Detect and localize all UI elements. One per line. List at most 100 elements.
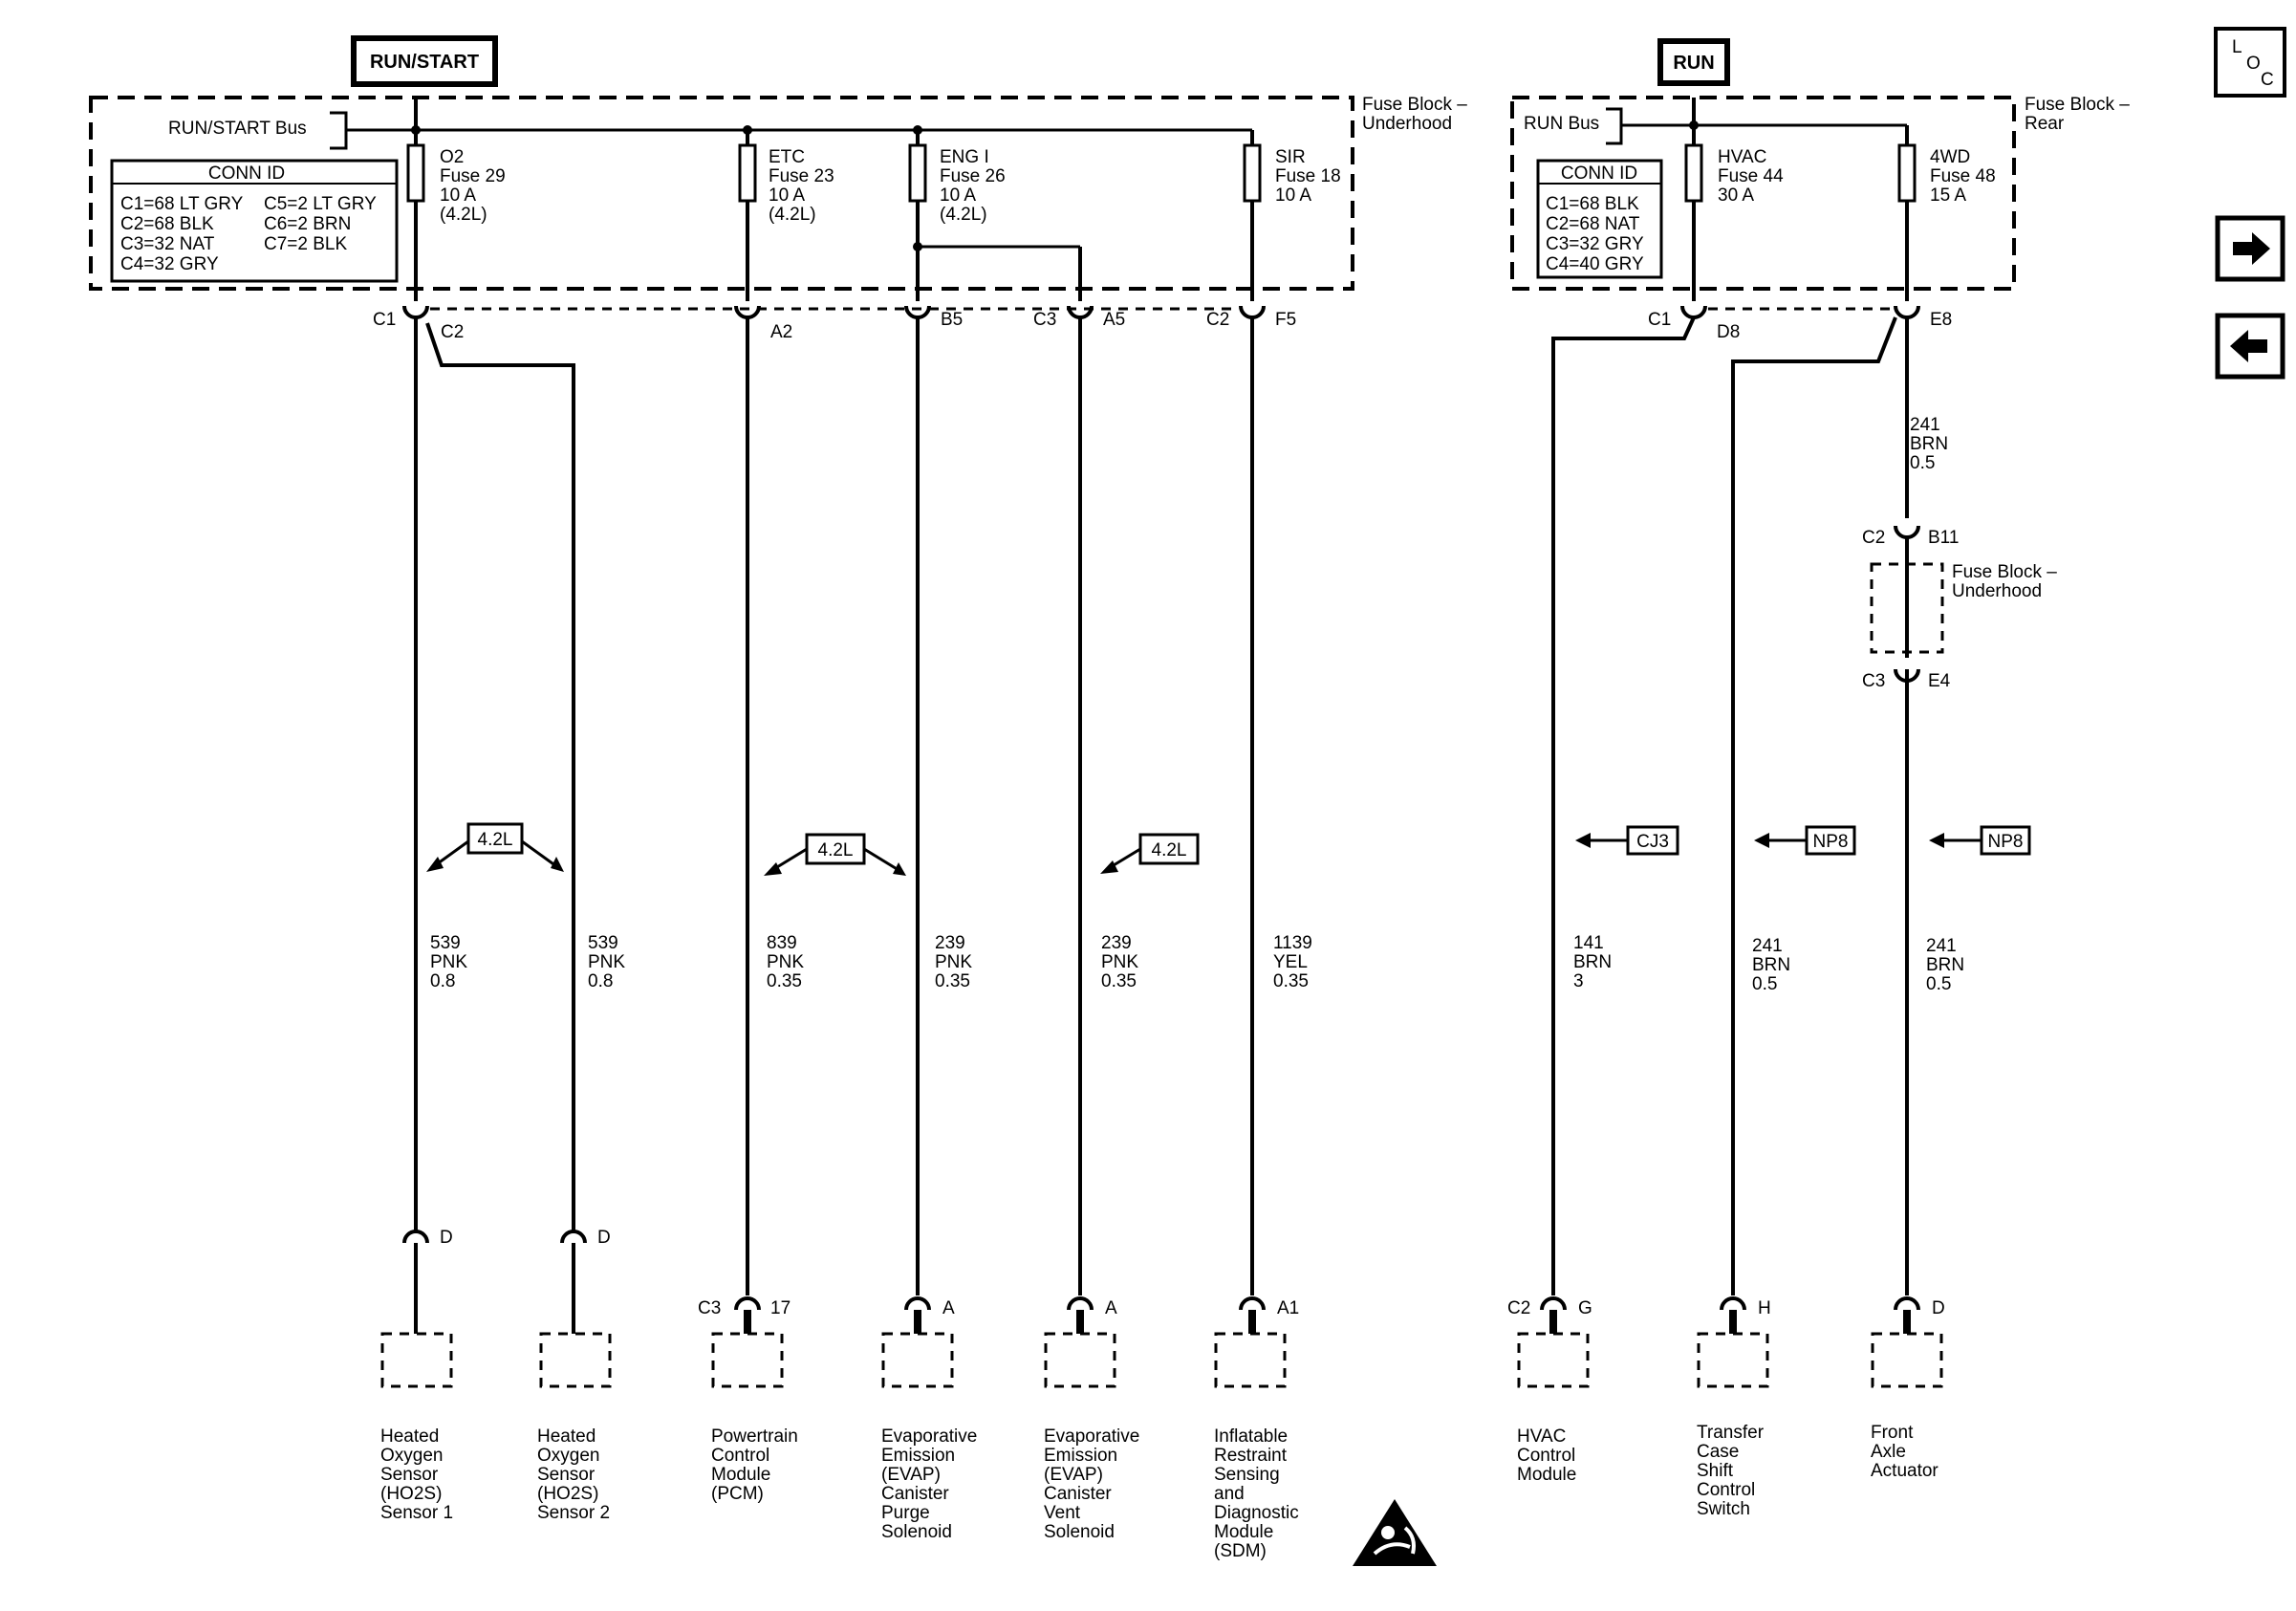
wire-circuit: 539 [588, 933, 618, 953]
conn-id-row: C6=2 BRN [264, 214, 351, 234]
component-name-line: (SDM) [1214, 1541, 1267, 1561]
conn-id-row: C1=68 BLK [1546, 194, 1639, 214]
connector-id: C2 [1862, 528, 1885, 548]
connector-pin: B11 [1928, 528, 1959, 548]
connector-pin: D [597, 1228, 611, 1248]
fuse-eng-i-option: (4.2L) [940, 205, 987, 225]
wire-labels: 539 PNK 0.8 539 PNK 0.8 839 PNK 0.35 239… [430, 933, 1964, 994]
component-name-line: Axle [1871, 1442, 1906, 1462]
fuse-sir-rating: 10 A [1275, 185, 1311, 206]
wire-label: 241 BRN 0.5 [1926, 936, 1964, 994]
fuse-hvac-number: Fuse 44 [1718, 166, 1784, 186]
option-tag-label: 4.2L [478, 830, 513, 850]
loc-letter: O [2246, 54, 2261, 74]
loc-icon[interactable]: L O C [2214, 27, 2286, 98]
option-tag-label: 4.2L [1152, 840, 1187, 860]
inline-block-name-1: Fuse Block – [1952, 562, 2057, 582]
wire-size: 0.5 [1910, 453, 1935, 473]
connector-pin: D [440, 1228, 453, 1248]
component-name-line: Transfer [1697, 1423, 1765, 1443]
fuse-sir-name: SIR [1275, 147, 1306, 167]
component-name-line: Powertrain [711, 1426, 798, 1447]
fuse-4wd-rating: 15 A [1930, 185, 1966, 206]
component-name-line: (EVAP) [881, 1465, 941, 1485]
option-tag-4-2l: 4.2L [764, 833, 906, 876]
component-name-line: Module [1517, 1465, 1576, 1485]
conn-id-row: C2=68 BLK [120, 214, 214, 234]
fuse-eng-i-number: Fuse 26 [940, 166, 1006, 186]
fuse-etc-name: ETC [769, 147, 805, 167]
connector-pin: A1 [1277, 1298, 1299, 1318]
component-name-line: Emission [1044, 1446, 1117, 1466]
fuse-block-left-name-2: Underhood [1362, 114, 1452, 134]
fuse-hvac-rating: 30 A [1718, 185, 1754, 206]
option-tag-cj3: CJ3 [1575, 825, 1679, 856]
connector-id: C1 [1648, 310, 1671, 330]
connector-pin: H [1758, 1298, 1771, 1318]
component-sdm: A1 Inflatable Restraint Sensing and Diag… [1214, 1296, 1299, 1561]
fuse-eng-i-rating: 10 A [940, 185, 976, 206]
fuse-4wd: 4WD Fuse 48 15 A [1930, 147, 1996, 206]
wire-size: 0.8 [430, 971, 455, 991]
component-name-line: Diagnostic [1214, 1503, 1299, 1523]
component-name-line: HVAC [1517, 1426, 1566, 1447]
connector-pin: A5 [1103, 310, 1125, 330]
wire-label: 539 PNK 0.8 [588, 933, 625, 991]
top-connectors: C1 C2 A2 B5 C3 A5 C2 F5 C1 D8 E8 [373, 305, 1952, 342]
connector-id: C2 [1206, 310, 1229, 330]
component-name-line: Evaporative [881, 1426, 977, 1447]
fuse-o2: O2 Fuse 29 10 A (4.2L) [440, 147, 506, 225]
option-tag-4-2l: 4.2L [426, 822, 564, 872]
fuse-block-right-name-2: Rear [2025, 114, 2065, 134]
wire-size: 0.35 [935, 971, 970, 991]
option-tags: 4.2L 4.2L 4.2L CJ3 NP8 [426, 822, 2031, 876]
fuse-sir-number: Fuse 18 [1275, 166, 1341, 186]
arrow-left-icon[interactable] [2215, 313, 2285, 380]
wire-circuit: 1139 [1273, 933, 1312, 953]
fuse-eng-i: ENG I Fuse 26 10 A (4.2L) [940, 147, 1006, 225]
component-name-line: (EVAP) [1044, 1465, 1103, 1485]
wire-circuit: 241 [1910, 415, 1940, 435]
component-name-line: Sensor 2 [537, 1503, 610, 1523]
wire-label: 539 PNK 0.8 [430, 933, 467, 991]
inline-block-name-2: Underhood [1952, 581, 2042, 601]
wire-color: PNK [430, 952, 467, 972]
fuse-hvac-name: HVAC [1718, 147, 1766, 167]
conn-id-row: C4=40 GRY [1546, 254, 1644, 274]
wire-label: 241 BRN 0.5 [1752, 936, 1790, 994]
option-tag-label: NP8 [1813, 832, 1849, 852]
fuse-etc-option: (4.2L) [769, 205, 816, 225]
component-name-line: Module [711, 1465, 770, 1485]
conn-id-row: C2=68 NAT [1546, 214, 1640, 234]
fuse-block-right-name-1: Fuse Block – [2025, 95, 2130, 115]
conn-id-row: C4=32 GRY [120, 254, 219, 274]
connector-id: C3 [1033, 310, 1056, 330]
component-name-line: Sensor [380, 1465, 439, 1485]
option-tag-np8: NP8 [1929, 825, 2031, 856]
wire-color: PNK [935, 952, 972, 972]
wire-size: 0.35 [1101, 971, 1137, 991]
fuse-4wd-name: 4WD [1930, 147, 1970, 167]
source-run-start: RUN/START [351, 35, 498, 87]
wire-size: 0.8 [588, 971, 613, 991]
fuse-hvac: HVAC Fuse 44 30 A [1718, 147, 1784, 206]
wire-circuit: 539 [430, 933, 461, 953]
component-name-line: Shift [1697, 1461, 1734, 1481]
conn-id-table-right: CONN ID C1=68 BLK C2=68 NAT C3=32 GRY C4… [1536, 159, 1663, 279]
option-tag-label: CJ3 [1636, 832, 1669, 852]
wire-circuit: 239 [1101, 933, 1132, 953]
fuse-o2-name: O2 [440, 147, 464, 167]
fuse-etc-rating: 10 A [769, 185, 805, 206]
component-name-line: Canister [881, 1484, 949, 1504]
arrow-right-icon[interactable] [2215, 215, 2285, 282]
component-name-line: Restraint [1214, 1446, 1288, 1466]
connector-pin: D [1932, 1298, 1945, 1318]
fuse-block-left-name-1: Fuse Block – [1362, 95, 1467, 115]
connector-pin: A2 [770, 322, 792, 342]
inline-fuse-block-underhood: 241 BRN 0.5 C2 B11 Fuse Block – Underhoo… [1862, 415, 2057, 691]
component-name-line: Sensor 1 [380, 1503, 453, 1523]
component-name-line: Oxygen [537, 1446, 599, 1466]
wire-color: BRN [1573, 952, 1612, 972]
source-run-label: RUN [1673, 53, 1714, 74]
connector-pin: G [1578, 1298, 1592, 1318]
